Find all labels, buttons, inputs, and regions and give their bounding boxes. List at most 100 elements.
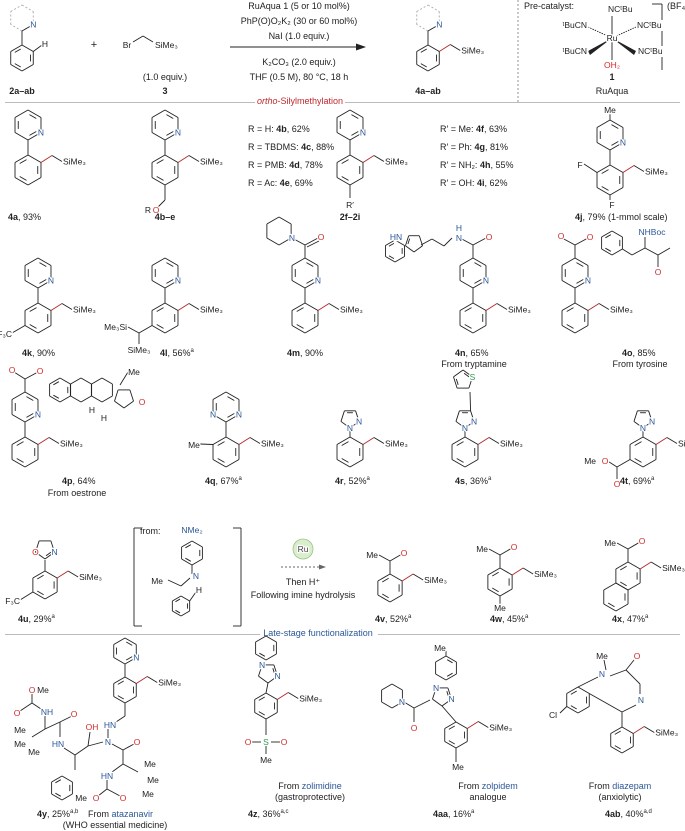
atom-label: N [274,671,280,681]
substituent-label: R = TBDMS: [248,142,302,152]
bond [138,325,153,334]
double-bond [605,234,612,239]
double-bond [227,396,235,401]
bond [59,715,73,723]
ring-bond [70,377,82,385]
atom-label: Me [14,739,26,749]
compound-source-note: analogue [469,792,506,803]
ring-bond [59,395,71,403]
atom-label: Me [366,550,378,560]
atom-label: N [35,410,41,420]
atom-label: N [620,138,626,148]
bond [132,35,144,43]
compound-yield: , 29% [28,614,52,624]
bond [478,721,489,728]
ring-bond [603,582,617,591]
condition-base: K₂CO₃ (2.0 equiv.) [262,57,336,67]
atom-label: Cl [549,710,557,720]
compound-yield: , 69% [289,178,313,188]
double-bond [258,711,265,716]
section-divider [345,102,680,103]
compound-id: 4h [479,160,491,170]
ring-bond [27,177,42,186]
ring-bond [59,377,71,385]
compound-yield: , 56% [167,348,191,358]
bond [589,693,623,713]
compound-id: 4l [160,348,168,358]
ring-bond [14,109,29,118]
silylmethyl-bond [655,437,668,445]
bond [650,561,662,569]
ring-bond [413,245,423,253]
compound-caption-4w: 4w, 45%a [490,614,528,625]
atom-label: SiMe₃ [461,46,484,56]
bond [111,743,124,751]
atom-label: O [37,366,44,376]
double-bond [126,641,133,646]
atom-label: O [558,231,565,241]
ring-bond [574,257,589,266]
ring-bond [648,410,653,422]
ring-bond [49,377,61,385]
ring-bond [35,551,46,560]
bond [32,44,43,52]
bond [616,542,629,550]
ring-bond [615,561,629,570]
atom-label: Me [128,367,140,377]
source-note: analogue [469,792,507,802]
ring-bond [37,280,52,289]
bond [583,163,598,173]
silylmethyl-bond [177,303,190,311]
ring-bond [304,257,319,266]
atom-label: N [638,695,644,705]
ring-bond [51,775,63,783]
atom-label: Me [142,789,154,799]
compound-id: 4w [490,614,503,624]
substituent-label: R′ = Ph: [440,142,475,152]
double-bond [382,577,389,583]
double-bond [16,441,24,446]
compound-id: 4u [18,614,29,624]
compound-caption-4y: 4y, 25%a,b [37,809,78,820]
double-bond [420,48,427,53]
double-bond [456,441,464,446]
double-bond [570,705,577,710]
bond [111,763,124,773]
compound-source: From zolpidem [458,781,518,792]
double-bond [29,324,37,329]
double-bond [446,659,453,664]
double-bond [29,114,37,119]
bond [616,459,631,468]
atom-label: N [193,571,199,581]
atom-label: SiMe₃ [200,305,223,315]
ring-bond [435,655,447,663]
double-bond [566,324,574,329]
atom-label: Ru [607,33,618,43]
rprime-variant-line: R′ = Ph: 4g, 81% [440,142,508,153]
ring-bond [255,635,267,643]
ring-bond [113,657,126,665]
ring-bond [151,325,166,334]
placeholder-ring-bond [416,24,429,32]
compound-source: From diazepam [589,781,652,792]
ring-bond [101,377,113,385]
r-variant-line: R = H: 4b, 62% [248,124,310,135]
bond [441,705,457,723]
ring-bond [265,653,277,661]
ring-bond [10,64,23,72]
ring-bond [444,741,457,749]
atom-label: SiMe₃ [385,157,408,167]
double-bond [306,262,314,267]
atom-label: Me [144,759,156,769]
atom-label: N [347,423,353,433]
ring-bond [291,302,306,311]
atom-label: N [210,410,216,420]
ring-bond [164,132,179,141]
compound-source-note: (anxiolytic) [598,792,641,803]
double-bond [611,141,619,146]
atom-label: HN [390,232,402,242]
ring-bond [11,414,26,423]
ring-bond [577,686,590,694]
ring-bond [212,391,227,400]
